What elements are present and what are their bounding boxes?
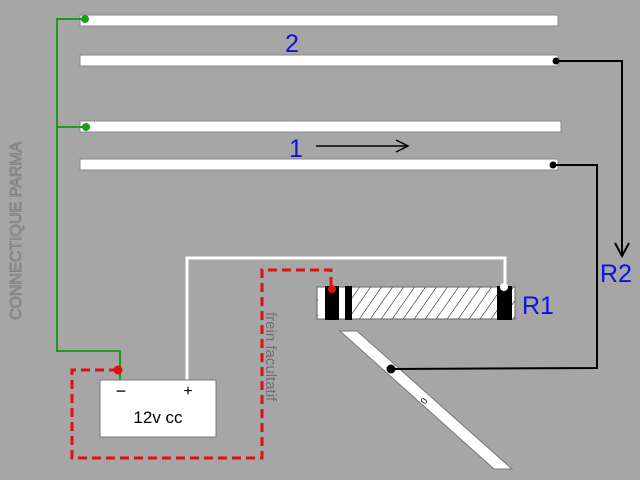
resistor-left-cap bbox=[318, 288, 325, 318]
rail-2-inner bbox=[79, 54, 559, 67]
battery-box bbox=[99, 379, 217, 438]
arrow-head-r2 bbox=[614, 242, 630, 259]
resistor-band bbox=[497, 286, 512, 320]
red-dot bbox=[113, 365, 123, 375]
black-dot bbox=[552, 57, 560, 65]
battery-minus: − bbox=[116, 381, 127, 401]
red-brake-wire bbox=[70, 268, 333, 460]
rail-1-inner bbox=[79, 158, 559, 171]
white-wire bbox=[185, 256, 507, 385]
rail-2-outer bbox=[79, 14, 559, 27]
green-wire bbox=[56, 18, 121, 380]
brake-label: frein facultatif bbox=[262, 312, 279, 402]
battery-plus: + bbox=[183, 383, 192, 400]
resistor-gap bbox=[339, 288, 345, 318]
white-dot bbox=[500, 283, 508, 291]
slider-mark: 0 bbox=[418, 396, 429, 406]
rail-1-outer bbox=[79, 120, 562, 133]
resistor-band bbox=[325, 286, 339, 320]
black-wire-r1 bbox=[390, 164, 598, 370]
resistor-band bbox=[345, 286, 352, 320]
black-dot bbox=[549, 161, 557, 169]
black-dot bbox=[386, 364, 396, 374]
r1-label: R1 bbox=[522, 292, 554, 320]
rail-pair-2-label: 2 bbox=[285, 30, 299, 58]
red-dot bbox=[328, 285, 336, 293]
green-junction-dot bbox=[82, 123, 90, 131]
direction-arrow-head bbox=[395, 139, 410, 153]
green-junction-dot bbox=[81, 15, 89, 23]
slider-arm[interactable] bbox=[338, 330, 514, 470]
connector-label: CONNECTIQUE PARMA bbox=[8, 141, 25, 320]
battery-label: 12v cc bbox=[133, 408, 183, 427]
rail-pair-1-label: 1 bbox=[289, 135, 303, 163]
r2-label: R2 bbox=[600, 260, 632, 288]
black-wire-r2 bbox=[556, 60, 623, 255]
